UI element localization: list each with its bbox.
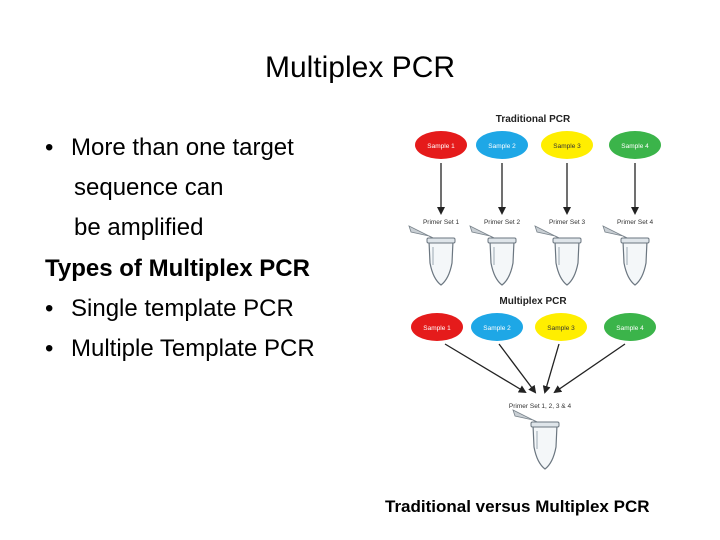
multiplex-sample-4: Sample 4 [604,313,656,341]
bullet-marker: • [45,335,54,362]
types-heading: Types of Multiplex PCR [45,255,310,282]
bullet-marker: • [45,134,54,161]
sample-label: Sample 4 [621,143,649,150]
traditional-pcr-title: Traditional PCR [496,114,571,125]
figure-caption: Traditional versus Multiplex PCR [385,497,650,516]
sample-label: Sample 3 [547,325,575,332]
tube-icon [426,237,456,286]
pipette-icon [534,225,560,239]
bullet-continuation: be amplified [74,214,204,241]
multiplex-pcr-title: Multiplex PCR [499,296,567,307]
sample-label: Sample 1 [423,325,451,332]
slide-title: Multiplex PCR [0,50,720,86]
multiplex-sample-3: Sample 3 [535,313,587,341]
multiplex-sample-2: Sample 2 [471,313,523,341]
bullet-text: Single template PCR [71,295,294,322]
sample-label: Sample 1 [427,143,455,150]
bullet-item-multiple: • Multiple Template PCR [45,329,315,369]
pcr-diagram: Traditional PCR Sample 1 Sample 2 Sample… [408,114,661,470]
sample-label: Sample 4 [616,325,644,332]
primer-set-label-1: Primer Set 1 [423,219,460,226]
multiplex-sample-1: Sample 1 [411,313,463,341]
bullet-item-target: • More than one target [45,128,294,168]
primer-set-label-2: Primer Set 2 [484,219,521,226]
traditional-sample-2: Sample 2 [476,131,528,159]
bullet-continuation: sequence can [74,174,224,201]
traditional-arrows [437,163,639,215]
bullet-text: Multiple Template PCR [71,335,315,362]
tube-icon [552,237,582,286]
primer-set-label-4: Primer Set 4 [617,219,654,226]
sample-label: Sample 2 [488,143,516,150]
combined-primer-label: Primer Set 1, 2, 3 & 4 [509,403,572,410]
slide-title-text: Multiplex PCR [264,51,456,84]
bullet-text: More than one target [71,134,294,161]
sample-label: Sample 2 [483,325,511,332]
pipette-icon [512,409,538,423]
pipette-icon [408,225,434,239]
bullet-marker: • [45,295,54,322]
tube-icon [530,421,560,470]
pipette-icon [469,225,495,239]
traditional-sample-3: Sample 3 [541,131,593,159]
traditional-sample-1: Sample 1 [415,131,467,159]
tube-icon [487,237,517,286]
multiplex-arrows [444,343,626,394]
traditional-sample-4: Sample 4 [609,131,661,159]
bullet-item-single: • Single template PCR [45,289,294,329]
sample-label: Sample 3 [553,143,581,150]
pipette-icon [602,225,628,239]
primer-set-label-3: Primer Set 3 [549,219,586,226]
tube-icon [620,237,650,286]
